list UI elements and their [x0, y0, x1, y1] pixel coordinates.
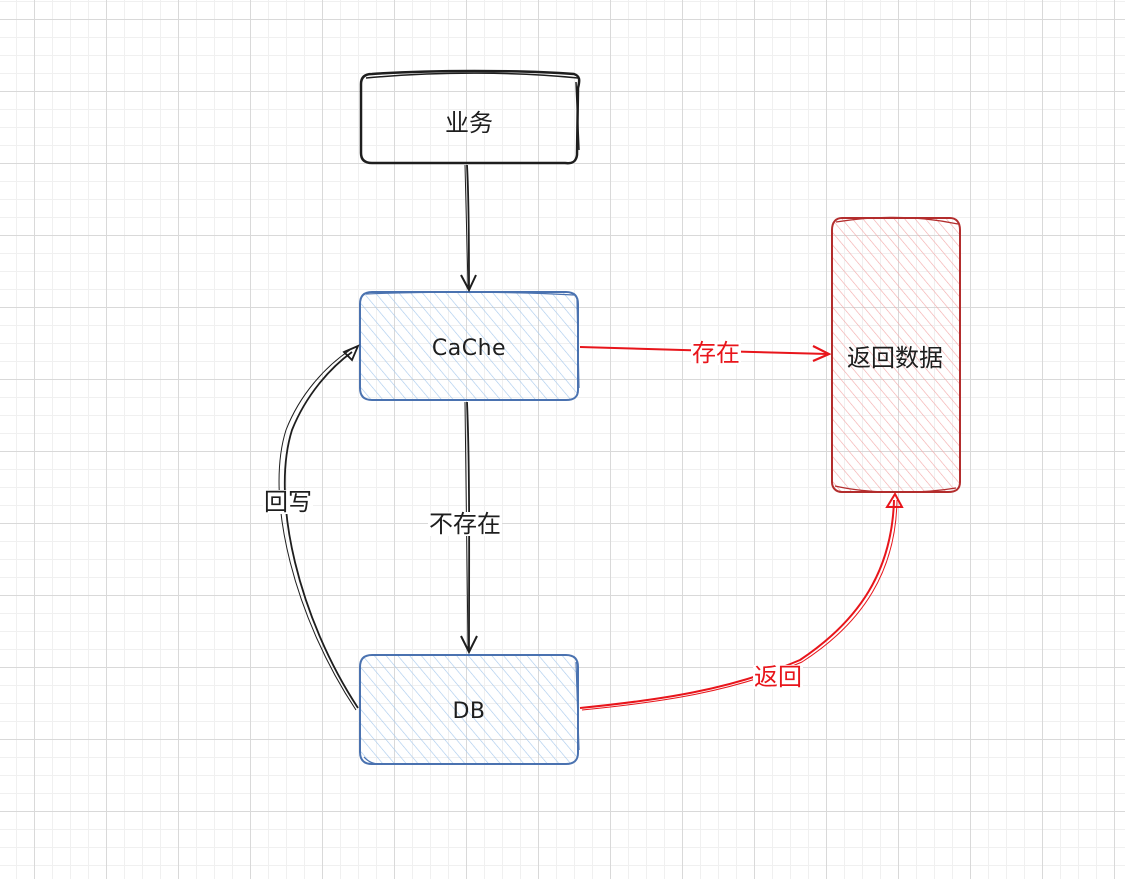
node-cache-border — [359, 291, 579, 401]
edge-business-to-cache[interactable] — [460, 164, 477, 293]
node-return-data-border — [831, 217, 961, 493]
node-business[interactable] — [359, 69, 581, 165]
node-business-label: 业务 — [445, 109, 493, 137]
node-db-sketch-stroke — [363, 661, 580, 765]
edge-db-return[interactable] — [579, 491, 904, 711]
edge-db-return-label: 返回 — [753, 663, 803, 691]
arrowhead-icon — [342, 344, 360, 362]
arrowhead-icon — [460, 274, 477, 293]
node-db[interactable] — [359, 654, 580, 765]
edge-business-to-cache-sketch — [464, 164, 469, 287]
edge-db-writeback-sketch — [278, 349, 357, 711]
edge-cache-exists-label: 存在 — [691, 339, 741, 367]
node-cache-sketch-stroke — [365, 291, 580, 389]
node-business-sketch-stroke — [365, 72, 580, 151]
edge-db-writeback-line — [283, 351, 359, 709]
node-db-border — [359, 654, 579, 765]
node-cache-label: CaChe — [431, 336, 507, 361]
edge-db-writeback[interactable] — [278, 344, 360, 711]
edge-cache-not-exists-label: 不存在 — [428, 510, 502, 538]
node-business-border — [359, 69, 581, 165]
arrowhead-icon — [460, 635, 478, 655]
node-cache[interactable] — [359, 291, 580, 401]
edge-business-to-cache-line — [466, 164, 470, 289]
edge-db-return-sketch — [581, 499, 898, 711]
edge-db-return-line — [579, 499, 895, 709]
arrowhead-icon — [885, 491, 904, 508]
arrowhead-icon — [812, 345, 832, 363]
edge-db-writeback-label: 回写 — [263, 488, 313, 516]
node-db-label: DB — [452, 699, 486, 724]
node-return-data-label: 返回数据 — [847, 344, 943, 372]
